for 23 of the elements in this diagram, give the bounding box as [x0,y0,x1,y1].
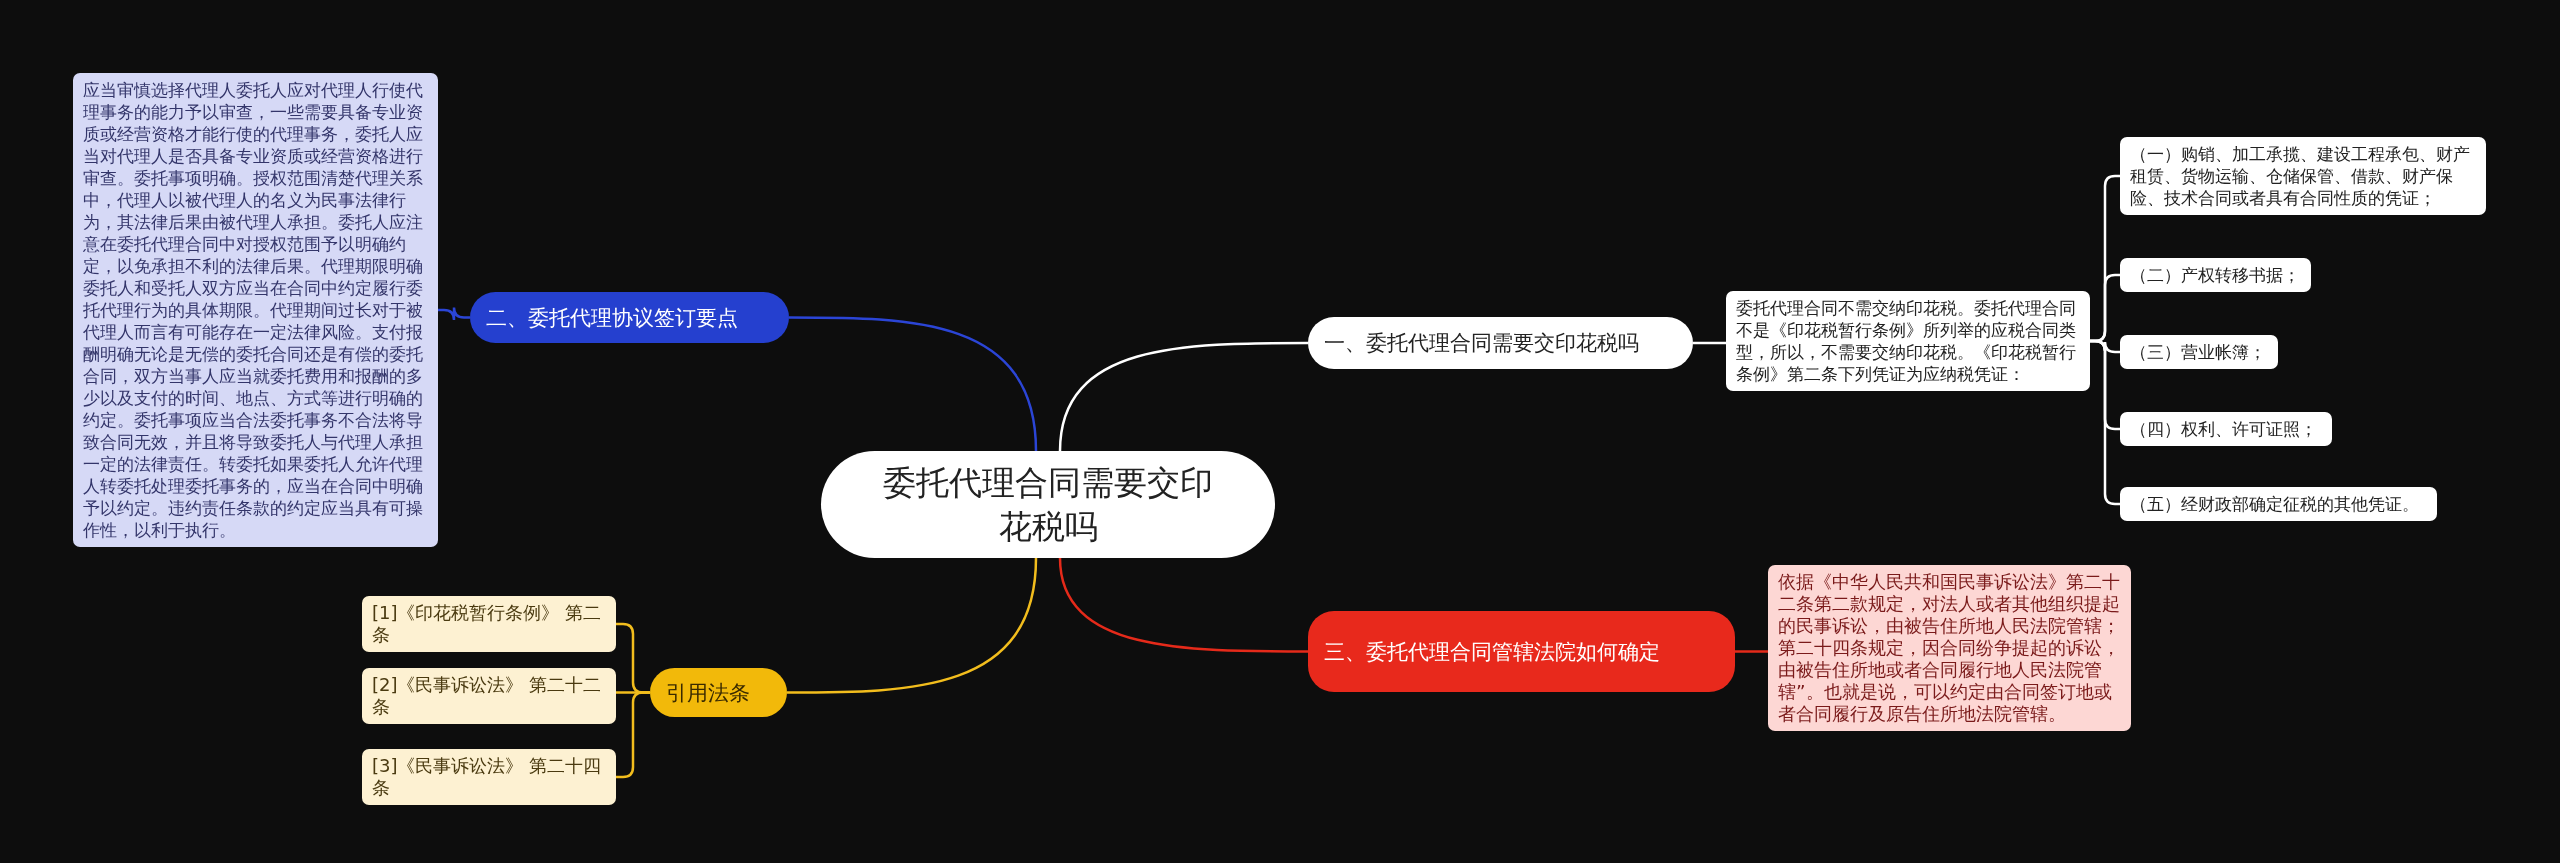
central-topic: 委托代理合同需要交印花税吗 [821,451,1275,558]
branch-topic: 一、委托代理合同需要交印花税吗 [1308,317,1693,369]
branch-topic: 三、委托代理合同管辖法院如何确定 [1308,611,1735,692]
connector-line [1693,341,1726,345]
branch-topic: 二、委托代理协议签订要点 [470,292,789,343]
connector-line [438,306,470,322]
connector-line [1735,650,1768,653]
text-box: （三）营业帐簿； [2120,335,2278,369]
text-box: 依据《中华人民共和国民事诉讼法》第二十二条第二款规定，对法人或者其他组织提起的民事诉讼，由被告住所地人民法院管辖；第二十四条规定，因合同纷争提起的诉讼，由被告住所地或者合同履行地人民法院管辖”。也就是说，可以约定由合同签订地或者合同履行及原告住所地法院管辖。 [1768,565,2131,731]
text-box: （一）购销、加工承揽、建设工程承包、财产租赁、货物运输、仓储保管、借款、财产保险、技术合同或者具有合同性质的凭证； [2120,137,2486,215]
text-box: [3]《民事诉讼法》 第二十四条 [362,749,616,805]
text-box: [2]《民事诉讼法》 第二十二条 [362,668,616,724]
branch-topic: 引用法条 [650,668,787,717]
text-box: [1]《印花税暂行条例》 第二条 [362,596,616,652]
text-box: （二）产权转移书据； [2120,258,2311,292]
text-box: 委托代理合同不需交纳印花税。委托代理合同不是《印花税暂行条例》所列举的应税合同类型，所以，不需要交纳印花税。《印花税暂行条例》第二条下列凭证为应纳税凭证： [1726,291,2090,391]
connector-line [789,316,1038,452]
text-box: （四）权利、许可证照； [2120,412,2332,446]
text-box: （五）经财政部确定征税的其他凭证。 [2120,487,2437,521]
connector-line [1058,557,1308,653]
connector-line [787,557,1038,694]
connector-line [1058,341,1308,452]
text-box: 应当审慎选择代理人委托人应对代理人行使代理事务的能力予以审查，一些需要具备专业资质或经营资格才能行使的代理事务，委托人应当对代理人是否具备专业资质或经营资格进行审查。委托事项明确。授权范围清楚代理关系中，代理人以被代理人的名义为民事法律行为，其法律后果由被代理人承担。委托人应注意在委托代理合同中对授权范围予以明确约定，以免承担不利的法律后果。代理期限明确委托人和受托人双方应当在合同中约定履行委托代理行为的具体期限。代理期间过长对于被代理人而言有可能存在一定法律风险。支付报酬明确无论是无偿的委托合同还是有偿的委托合同，双方当事人应当就委托费用和报酬的多少以及支付的时间、地点、方式等进行明确的约定。委托事项应当合法委托事务不合法将导致合同无效，并且将导致委托人与代理人承担一定的法律责任。转委托如果委托人允许代理人转委托处理委托事务的，应当在合同中明确予以约定。违约责任条款的约定应当具有可操作性，以利于执行。 [73,73,438,547]
